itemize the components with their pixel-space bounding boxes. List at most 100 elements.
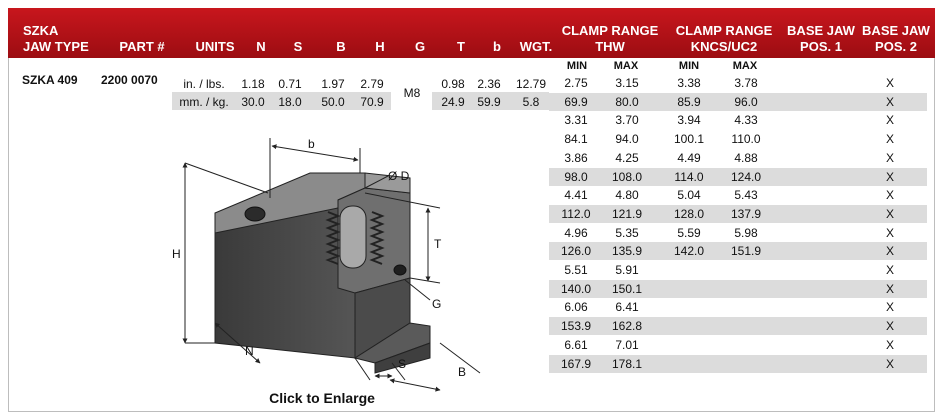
units-cell: in. / lbs. (183, 77, 225, 91)
range-cell-pos2: X (885, 169, 894, 184)
range-cell-thw-max: 4.25 (615, 150, 639, 165)
header-part: PART # (119, 39, 165, 54)
range-cell-thw-max: 121.9 (611, 206, 643, 221)
metric-row-bg-left (172, 92, 391, 110)
range-cell-pos2: X (885, 188, 894, 203)
header-units: UNITS (195, 39, 235, 54)
range-cell-pos2: X (885, 244, 894, 259)
t-cell: 24.9 (441, 95, 465, 109)
range-cell-pos2: X (885, 356, 894, 371)
range-cell-pos2: X (885, 319, 894, 334)
range-cell-kncs-min: 114.0 (674, 169, 704, 184)
pin-hole (393, 264, 407, 276)
range-row-shade (549, 279, 927, 298)
s-cell: 18.0 (278, 95, 302, 109)
range-row-shade (549, 354, 927, 373)
b-small-cell: 59.9 (477, 95, 501, 109)
thw-max-label: MAX (613, 60, 639, 72)
range-cell-kncs-min: 85.9 (677, 94, 701, 109)
dim-label-g: G (432, 297, 441, 311)
dim-label-big-b: B (458, 365, 466, 379)
range-cell-thw-min: 6.61 (564, 337, 588, 352)
header-b-small: b (493, 39, 501, 54)
dim-label-h: H (172, 247, 181, 261)
dimension-lines (182, 138, 481, 392)
range-cell-kncs-min: 5.04 (677, 188, 701, 203)
spec-table-frame (8, 8, 935, 412)
b-small-cell: 2.36 (477, 77, 501, 91)
jaw-type-value: SZKA 409 (22, 73, 78, 87)
range-cell-kncs-min: 3.38 (677, 76, 701, 90)
range-cell-thw-min: 167.9 (560, 356, 592, 371)
range-cell-thw-max: 5.91 (615, 263, 639, 277)
dim-label-d: Ø D (388, 169, 410, 183)
header-h: H (375, 39, 385, 54)
range-cell-thw-max: 135.9 (611, 244, 643, 259)
range-cell-thw-min: 4.96 (564, 225, 588, 240)
header-b: B (336, 39, 346, 54)
range-cell-thw-min: 3.31 (564, 113, 588, 128)
wgt-cell: 12.79 (515, 77, 547, 91)
header-s: S (293, 39, 303, 54)
h-cell: 2.79 (360, 77, 384, 91)
range-cell-thw-min: 2.75 (564, 76, 588, 90)
range-cell-thw-max: 5.35 (615, 225, 639, 240)
n-cell: 30.0 (241, 95, 265, 109)
click-to-enlarge-link[interactable]: Click to Enlarge (269, 390, 375, 406)
range-cell-thw-max: 150.1 (611, 281, 643, 296)
range-cell-pos2: X (885, 337, 894, 352)
units-cell: mm. / kg. (179, 95, 229, 109)
range-cell-pos2: X (885, 132, 894, 147)
range-row-shade (549, 317, 927, 336)
range-cell-thw-max: 6.41 (615, 300, 639, 315)
range-cell-thw-min: 5.51 (564, 263, 588, 277)
g-value: M8 (403, 86, 421, 100)
range-row-shade (549, 92, 927, 111)
range-cell-kncs-min: 5.59 (677, 225, 701, 240)
kncs-min-label: MIN (678, 60, 700, 72)
range-cell-thw-min: 6.06 (564, 300, 588, 315)
range-cell-kncs-min: 3.94 (677, 113, 701, 128)
dim-label-s: S (398, 357, 406, 371)
header-wgt: WGT. (519, 39, 553, 54)
metric-row-bg-right (432, 92, 549, 110)
range-cell-thw-max: 4.80 (615, 188, 639, 203)
range-cell-thw-min: 140.0 (560, 281, 592, 296)
range-cell-thw-max: 108.0 (611, 169, 643, 184)
header-g: G (414, 39, 426, 54)
h-cell: 70.9 (360, 95, 384, 109)
jaw-technical-drawing[interactable]: b Ø D H T G N S B (160, 118, 550, 393)
range-cell-thw-min: 112.0 (561, 206, 591, 221)
range-cell-thw-min: 126.0 (560, 244, 592, 259)
range-cell-pos2: X (885, 263, 894, 277)
range-cell-pos2: X (885, 76, 894, 90)
range-cell-kncs-max: 3.78 (734, 76, 758, 90)
range-cell-thw-max: 80.0 (615, 94, 639, 109)
range-cell-kncs-min: 128.0 (673, 206, 705, 221)
threaded-bore (325, 205, 385, 269)
range-cell-pos2: X (885, 113, 894, 128)
range-cell-pos2: X (885, 300, 894, 315)
range-cell-kncs-max: 124.0 (730, 169, 762, 184)
range-cell-thw-min: 69.9 (564, 94, 588, 109)
range-cell-kncs-min: 142.0 (673, 244, 705, 259)
kncs-max-label: MAX (732, 60, 758, 72)
range-cell-thw-max: 7.01 (615, 337, 639, 352)
range-cell-thw-min: 98.0 (564, 169, 588, 184)
range-cell-thw-min: 84.1 (564, 132, 588, 147)
thw-min-label: MIN (566, 60, 588, 72)
b-cell: 50.0 (321, 95, 345, 109)
range-row-shade (549, 242, 927, 261)
range-cell-thw-max: 3.15 (615, 76, 639, 90)
n-cell: 1.18 (241, 77, 265, 91)
range-cell-kncs-max: 96.0 (734, 94, 758, 109)
range-cell-thw-min: 3.86 (564, 150, 588, 165)
range-cell-kncs-max: 4.33 (734, 113, 758, 128)
range-cell-pos2: X (885, 206, 894, 221)
b-cell: 1.97 (321, 77, 345, 91)
range-cell-kncs-max: 5.43 (734, 188, 758, 203)
range-cell-pos2: X (885, 94, 894, 109)
